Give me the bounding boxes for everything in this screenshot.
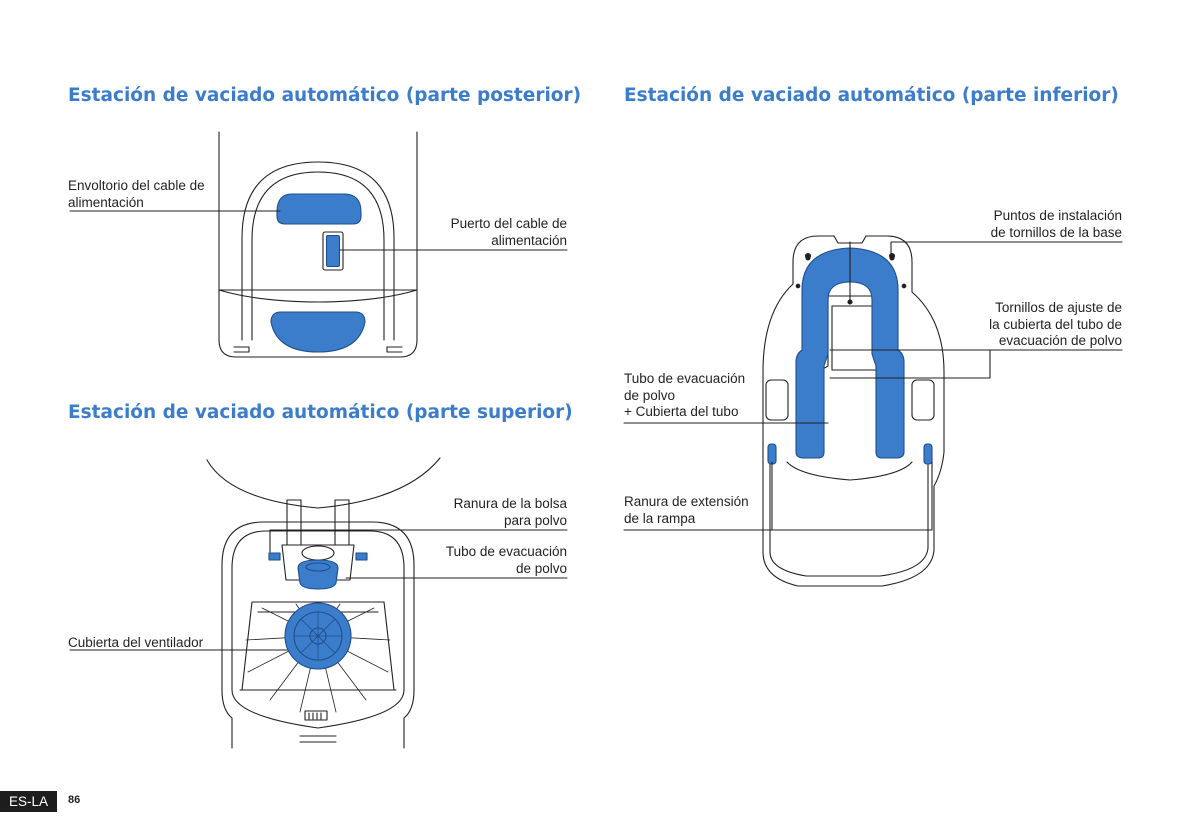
leader-bag-slot [269,529,568,553]
back-lower-marker [270,311,366,353]
label-ramp-slot: Ranura de extensión de la rampa [624,494,749,526]
cord-wrap-marker [276,193,362,225]
page-number: 86 [68,794,81,806]
dust-tube-cover-marker [795,247,905,459]
label-install-points: Puntos de instalación de tornillos de la… [990,208,1122,240]
label-evac-tube-top: Tubo de evacuación de polvo [445,544,567,576]
cord-port-marker [325,234,341,268]
leader-install-points [849,241,1123,301]
ramp-slot-marker-right [923,443,933,465]
bag-slot-marker-left [268,552,281,561]
top-view-illustration [206,457,441,749]
language-tag: ES-LA [0,791,57,812]
label-cover-screws: Tornillos de ajuste de la cubierta del t… [989,300,1122,348]
label-tube-cover: Tubo de evacuación de polvo + Cubierta d… [624,371,746,419]
leader-cover-screws [829,349,1123,379]
section-title-back: Estación de vaciado automático (parte po… [68,85,582,106]
label-cord-port: Puerto del cable de alimentación [450,216,567,248]
bag-slot-marker-right [355,552,368,561]
label-cord-wrap: Envoltorio del cable de alimentación [68,178,205,210]
back-view-illustration [218,131,418,358]
section-title-top: Estación de vaciado automático (parte su… [68,402,573,423]
label-bag-slot: Ranura de la bolsa para polvo [453,496,567,528]
leader-ramp-slot [623,461,933,531]
ramp-slot-marker-left [767,443,777,465]
section-title-bottom: Estación de vaciado automático (parte in… [624,85,1119,106]
label-fan-cover: Cubierta del ventilador [68,635,204,650]
bottom-view-illustration [762,235,945,587]
